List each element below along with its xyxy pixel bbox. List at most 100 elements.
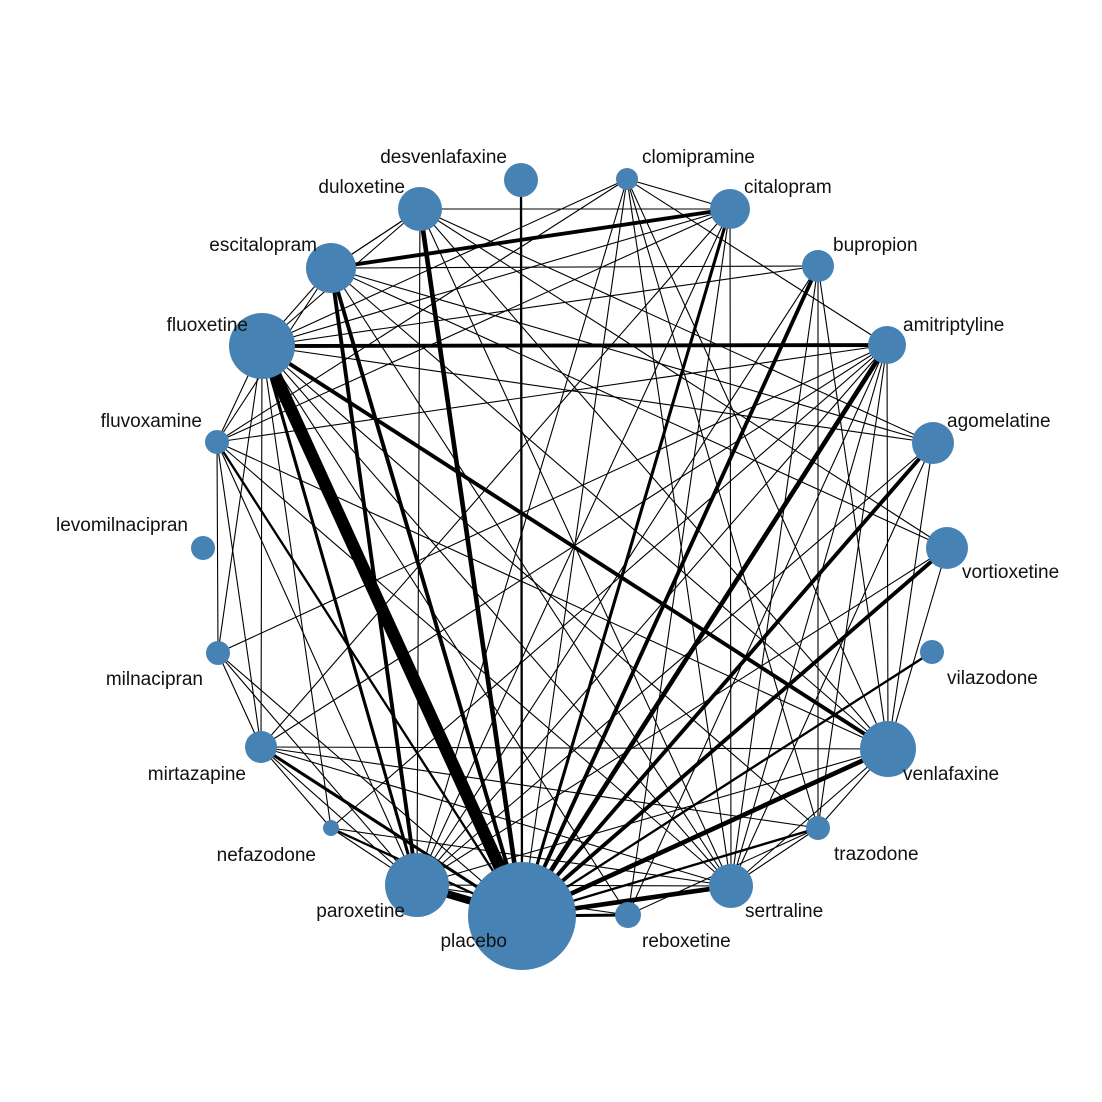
node-label-duloxetine: duloxetine <box>318 177 405 198</box>
edge-bupropion-venlafaxine <box>817 265 889 750</box>
node-fluoxetine <box>229 313 295 379</box>
edge-citalopram-fluvoxamine <box>216 208 731 443</box>
edge-escitalopram-citalopram <box>329 207 732 270</box>
edge-clomipramine-trazodone <box>626 178 819 829</box>
edge-fluoxetine-amitriptyline <box>260 343 889 348</box>
edge-escitalopram-vortioxetine <box>330 267 948 549</box>
node-label-amitriptyline: amitriptyline <box>903 315 1004 336</box>
node-label-vortioxetine: vortioxetine <box>962 562 1059 583</box>
edge-escitalopram-paroxetine <box>329 266 419 887</box>
edge-citalopram-sertraline <box>729 208 732 887</box>
edge-fluoxetine-reboxetine <box>261 345 629 916</box>
node-sertraline <box>709 864 753 908</box>
node-label-milnacipran: milnacipran <box>106 669 203 690</box>
edge-paroxetine-milnacipran <box>217 652 418 886</box>
edge-venlafaxine-sertraline <box>730 748 889 887</box>
edge-placebo-bupropion <box>520 264 820 918</box>
node-citalopram <box>710 189 750 229</box>
edge-venlafaxine-mirtazapine <box>260 746 889 750</box>
edge-placebo-fluoxetine <box>255 339 529 923</box>
edge-mirtazapine-nefazodone <box>260 746 332 829</box>
edge-fluoxetine-mirtazapine <box>260 345 263 748</box>
edge-agomelatine-paroxetine <box>416 442 934 886</box>
edge-fluoxetine-paroxetine <box>260 344 419 887</box>
node-trazodone <box>806 816 830 840</box>
node-paroxetine <box>385 853 449 917</box>
edge-duloxetine-sertraline <box>419 208 732 887</box>
node-label-agomelatine: agomelatine <box>947 411 1051 432</box>
edge-fluoxetine-milnacipran <box>217 345 263 654</box>
edge-duloxetine-agomelatine <box>419 208 934 444</box>
node-label-mirtazapine: mirtazapine <box>148 764 246 785</box>
node-label-sertraline: sertraline <box>745 901 823 922</box>
node-vortioxetine <box>926 527 968 569</box>
edge-paroxetine-mirtazapine <box>260 746 418 886</box>
edge-placebo-vortioxetine <box>520 546 949 918</box>
edge-fluoxetine-agomelatine <box>261 345 934 444</box>
edge-sertraline-fluvoxamine <box>216 441 732 887</box>
node-label-levomilnacipran: levomilnacipran <box>56 515 188 536</box>
edge-placebo-milnacipran <box>217 652 523 917</box>
edge-clomipramine-paroxetine <box>416 178 628 886</box>
node-label-fluoxetine: fluoxetine <box>167 315 248 336</box>
node-placebo <box>468 862 576 970</box>
edge-sertraline-nefazodone <box>330 827 732 887</box>
edge-sertraline-paroxetine <box>416 884 732 887</box>
edge-citalopram-mirtazapine <box>260 208 731 748</box>
node-label-venlafaxine: venlafaxine <box>903 764 999 785</box>
edge-milnacipran-mirtazapine <box>217 652 262 748</box>
edge-venlafaxine-fluvoxamine <box>216 441 889 750</box>
edge-escitalopram-agomelatine <box>330 267 934 444</box>
node-label-vilazodone: vilazodone <box>947 668 1038 689</box>
edge-vortioxetine-venlafaxine <box>887 547 948 750</box>
edge-mirtazapine-trazodone <box>260 746 819 829</box>
node-vilazodone <box>920 640 944 664</box>
node-levomilnacipran <box>191 536 215 560</box>
node-label-fluvoxamine: fluvoxamine <box>101 411 202 432</box>
node-desvenlafaxine <box>504 163 538 197</box>
node-label-reboxetine: reboxetine <box>642 931 731 952</box>
edge-layer <box>215 178 949 923</box>
edge-duloxetine-venlafaxine <box>419 208 889 750</box>
edge-amitriptyline-paroxetine <box>416 344 888 886</box>
node-venlafaxine <box>860 721 916 777</box>
node-duloxetine <box>398 187 442 231</box>
edge-clomipramine-sertraline <box>626 178 732 887</box>
node-nefazodone <box>323 820 339 836</box>
edge-sertraline-mirtazapine <box>260 746 732 887</box>
edge-bupropion-paroxetine <box>416 265 819 886</box>
edge-fluvoxamine-milnacipran <box>216 441 219 654</box>
edge-placebo-desvenlafaxine <box>519 178 524 918</box>
edge-venlafaxine-paroxetine <box>416 748 889 886</box>
node-label-paroxetine: paroxetine <box>316 901 405 922</box>
edge-agomelatine-sertraline <box>730 442 934 887</box>
edge-placebo-agomelatine <box>520 441 935 918</box>
node-reboxetine <box>615 902 641 928</box>
node-label-escitalopram: escitalopram <box>209 235 317 256</box>
node-clomipramine <box>616 168 638 190</box>
edge-amitriptyline-mirtazapine <box>260 344 888 748</box>
node-label-bupropion: bupropion <box>833 235 918 256</box>
node-label-nefazodone: nefazodone <box>217 845 316 866</box>
edge-escitalopram-sertraline <box>330 267 732 887</box>
node-fluvoxamine <box>205 430 229 454</box>
edge-placebo-fluvoxamine <box>215 440 524 918</box>
edge-amitriptyline-fluvoxamine <box>216 344 888 443</box>
node-label-clomipramine: clomipramine <box>642 147 755 168</box>
node-milnacipran <box>206 641 230 665</box>
edge-duloxetine-vortioxetine <box>419 208 948 549</box>
node-layer <box>191 163 968 970</box>
edge-escitalopram-bupropion <box>330 265 819 269</box>
edge-agomelatine-venlafaxine <box>887 442 934 750</box>
node-bupropion <box>802 250 834 282</box>
edge-duloxetine-paroxetine <box>416 208 421 886</box>
node-label-desvenlafaxine: desvenlafaxine <box>380 147 507 168</box>
node-agomelatine <box>912 422 954 464</box>
node-escitalopram <box>306 243 356 293</box>
edge-placebo-duloxetine <box>417 206 525 919</box>
edge-placebo-venlafaxine <box>519 746 891 919</box>
edge-vortioxetine-paroxetine <box>416 547 948 886</box>
